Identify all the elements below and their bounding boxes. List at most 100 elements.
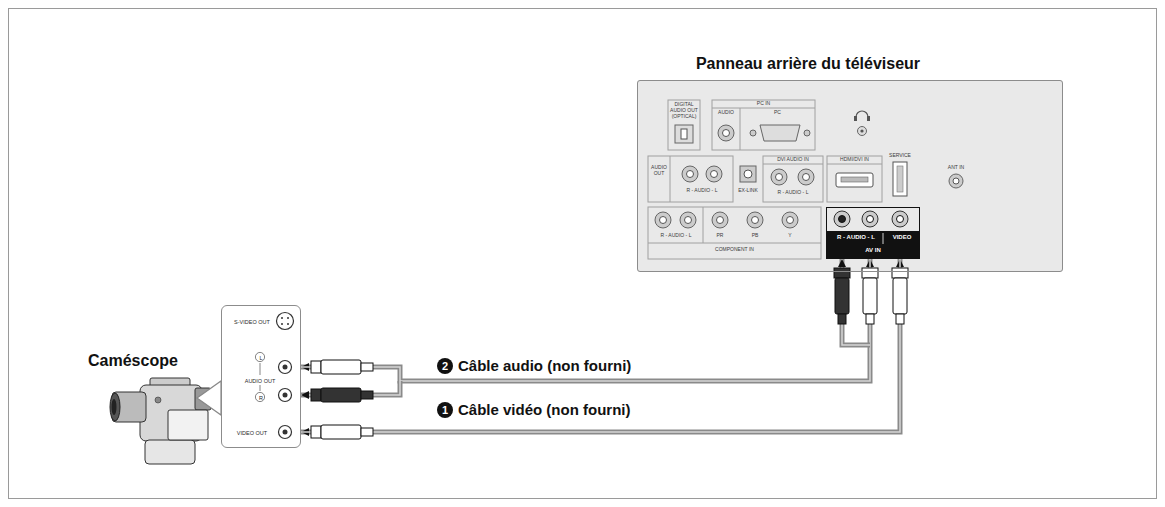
headphone-jack [860,129,863,132]
jack-label: PR [710,233,730,239]
panel-fill [637,80,1063,272]
rca-jack [892,211,908,227]
s-video-pin [281,323,283,325]
port-label: HDMI/DVI IN [827,157,882,163]
screw [804,130,810,136]
jack-label: R - AUDIO - L [672,188,732,194]
camcorder-button [155,397,161,403]
rca-jack [798,169,814,185]
rca-jack [283,430,288,435]
av-in-fill [826,207,920,259]
optical-frame [668,100,700,150]
arrowhead [838,259,846,267]
camcorder-screen [168,410,208,440]
optical-port [675,125,693,143]
port-label: AUDIO [712,110,740,116]
s-video-pin [281,317,283,319]
jack-label: Y [780,233,800,239]
antenna-jack [953,178,959,184]
audio-out-frame [670,156,671,202]
arrowhead [301,391,309,399]
cable-label: Câble audio (non fourni) [458,357,631,375]
rca-jack [682,166,698,182]
cable-highlight [301,259,900,432]
hdmi-frame [827,164,882,165]
s-video-jack [277,313,294,330]
component-frame [648,207,821,259]
rca-jack [711,171,718,178]
rca-jack [782,212,798,228]
jack-label: VIDEO [885,234,919,241]
cam-panel-fill [221,305,301,448]
pc-in-frame [712,108,815,109]
audio-out-frame [648,156,733,202]
rca-jack [279,389,292,402]
pc-in-frame [740,108,741,150]
rca-jack [660,217,667,224]
jack-label: R - AUDIO - L [650,233,702,239]
rca-jack [655,212,671,228]
rca-plug [863,278,877,314]
port-label: COMPONENT IN [648,247,821,253]
rca-jack [834,211,850,227]
headphone-icon [867,116,870,121]
callout-number: 1 [437,402,453,418]
rca-plug [321,425,361,439]
jack-label: VIDEO OUT [225,430,279,436]
rca-plug [361,391,373,399]
rca-jack [771,169,787,185]
ex-link-port [740,166,756,182]
rca-plug [361,428,373,436]
rca-jack [862,211,878,227]
rca-jack [787,217,794,224]
rca-plug [896,314,904,324]
rca-jack [712,212,728,228]
camcorder-grip [145,440,195,464]
rca-jack [897,216,904,223]
rca-plug [835,278,849,314]
channel-tick [260,363,261,375]
rca-jack [680,212,696,228]
dvi-audio-frame [763,164,823,165]
rca-plug [321,360,361,374]
rca-jack [839,216,846,223]
camcorder-lens [112,399,117,415]
rca-jack [279,361,292,374]
rca-jack [752,217,759,224]
hdmi-port [836,173,873,187]
hdmi-port [841,177,868,182]
headphone-icon [854,116,857,121]
channel-tick [260,385,261,391]
cable-highlight [301,259,870,381]
rca-jack [279,426,292,439]
dvi-audio-frame [763,156,823,202]
jack-label: PB [745,233,765,239]
hdmi-frame [827,156,882,202]
port-label: ANT IN [942,165,970,171]
rca-plug [866,314,874,324]
port-label: EX-LINK [734,188,762,194]
rca-plug [862,268,878,278]
rca-plug [361,363,373,371]
camcorder-lens [110,393,120,421]
rca-jack [685,217,692,224]
rca-plug [892,268,908,278]
audio-jack [723,130,730,137]
rca-plug [838,314,846,324]
cable-label: Câble vidéo (non fourni) [458,401,631,419]
s-video-pin [287,323,289,325]
rca-plug [311,426,321,438]
optical-port [681,129,687,139]
rca-jack [867,216,874,223]
component-frame [703,207,704,243]
tv-back-panel: Panneau arrière du téléviseurR - AUDIO -… [637,80,1063,272]
rca-plug [311,389,321,401]
rca-plug [893,278,907,314]
dsub-port [760,125,800,141]
callout-pointer [197,381,221,415]
camcorder-jack-panel: S-VIDEO OUTLAUDIO OUTRVIDEO OUT [221,305,301,448]
jack-label: S-VIDEO OUT [225,319,279,325]
av-in-divider [883,233,884,244]
